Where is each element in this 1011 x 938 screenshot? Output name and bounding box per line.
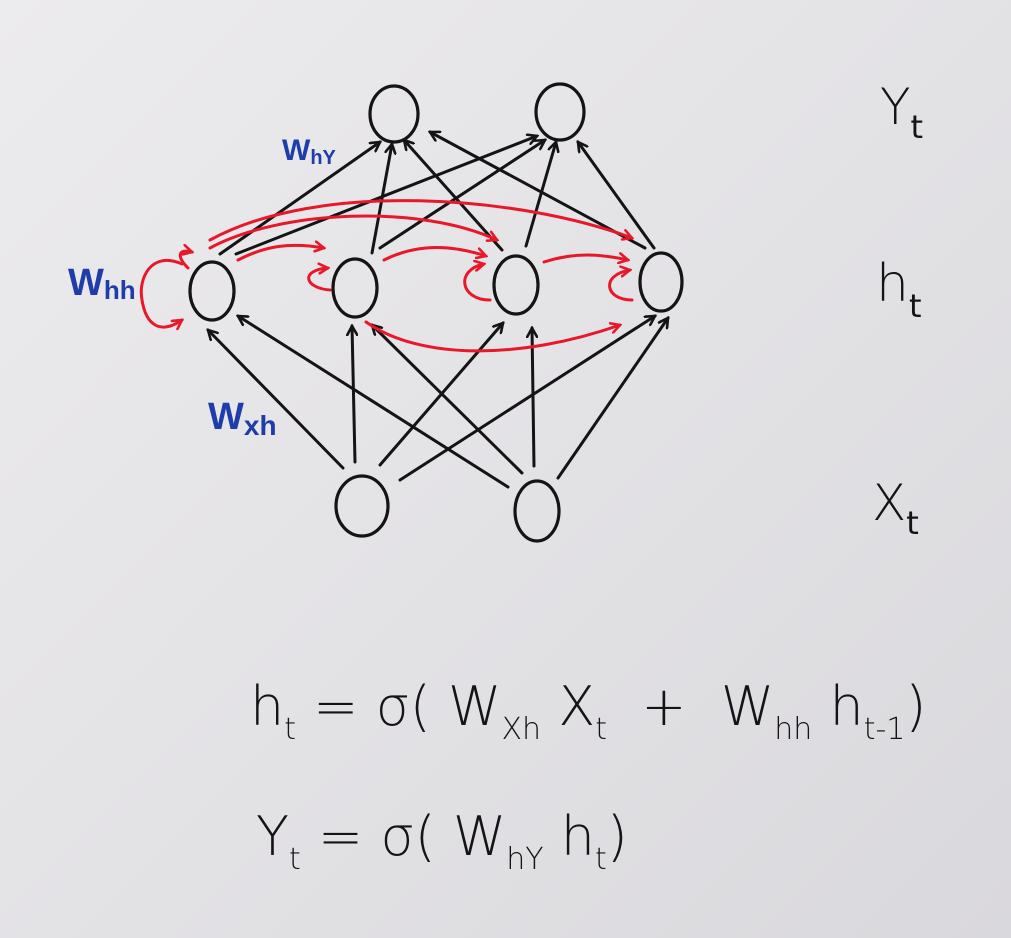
edge-x1-h1 [208,330,345,470]
rec-h1-h3 [208,214,497,250]
edge-x2-h3 [532,328,534,468]
rec-h2-h4 [364,320,620,353]
input-node-1 [334,474,390,538]
self-loop-h3 [463,264,492,302]
eq2-equals-sigma: = σ( [300,805,453,868]
eq2-close: ) [606,805,628,868]
eq1-lhs-sub: t [284,712,296,747]
edge-x2-h2 [372,325,524,475]
weight-label-w-xh: Wxh [208,396,277,440]
rec-h2-h3 [382,246,486,262]
rec-h1-h2 [236,245,324,262]
eq2-w-sub: hY [506,842,544,877]
recurrent-connections [139,199,634,353]
eq1-equals-sigma: = σ( [296,675,449,738]
eq1-w2: W [720,675,775,738]
eq1-h: h [812,675,864,738]
edge-h2-y2 [378,138,545,250]
output-nodes [368,82,586,144]
self-loop-h2 [307,268,332,292]
weight-label-w-hh-main: W [68,262,104,304]
self-loop-h1-outer [139,258,182,327]
edge-h1-y2 [234,136,537,256]
input-layer-label: Xt [872,478,919,539]
self-loop-h1 [178,251,192,270]
edge-x2-h1 [238,314,510,489]
weight-label-w-hh-sub: hh [103,275,136,305]
edge-x1-h2 [352,326,355,464]
input-layer-label-sub: t [906,504,919,542]
weight-label-w-hy-main: W [282,134,311,167]
hidden-state-equation: ht = σ( WXh Xt + Whh ht-1) [250,680,926,745]
eq1-close: ) [905,675,927,738]
eq2-w: W [452,805,507,868]
eq2-lhs-sub: t [289,842,301,877]
hidden-layer-label: ht [876,258,922,322]
output-node-2 [534,82,586,142]
output-node-1 [368,84,420,144]
hidden-layer-label-sub: t [908,287,922,325]
edge-h1-y1 [218,142,380,256]
edge-h4-y2 [578,142,656,250]
weight-label-w-hy-sub: hY [310,147,336,169]
eq1-lhs: h [250,675,285,738]
eq1-w1: W [448,675,502,738]
edge-h3-y2 [524,142,556,248]
self-loop-h4 [608,270,634,302]
input-nodes [334,474,561,543]
weight-label-w-hy: WhY [282,134,336,169]
input-node-2 [513,479,561,543]
weight-label-w-hh: Whh [68,262,136,305]
eq1-h-sub: t-1 [863,712,906,747]
eq1-w1-sub: Xh [501,712,542,747]
eq1-plus: + [606,675,721,738]
input-layer-label-main: X [872,474,907,532]
hidden-node-1 [188,260,236,322]
hidden-node-4 [638,251,684,313]
edge-x2-h4 [556,318,668,480]
input-to-hidden-connections [208,314,668,489]
output-layer-label-sub: t [910,108,924,146]
edge-x1-h4 [398,314,655,482]
output-equation: Yt = σ( WhY ht) [256,810,628,875]
hidden-nodes [188,251,684,322]
hidden-node-2 [331,257,379,319]
eq1-w2-sub: hh [774,712,813,747]
hidden-layer-label-main: h [876,254,909,314]
eq2-h-sub: t [594,842,607,877]
edge-h2-y1 [370,144,392,255]
eq2-lhs: Y [256,805,289,868]
eq1-x: X [541,675,596,738]
rec-h3-h4 [542,255,628,262]
weight-label-w-xh-main: W [208,396,244,438]
weight-label-w-xh-sub: xh [243,410,277,441]
output-layer-label: Yt [880,82,923,143]
hidden-node-3 [492,254,540,316]
eq2-h: h [543,805,595,868]
output-layer-label-main: Y [880,78,911,136]
rec-h1-h4 [208,199,632,242]
eq1-x-sub: t [595,712,607,747]
